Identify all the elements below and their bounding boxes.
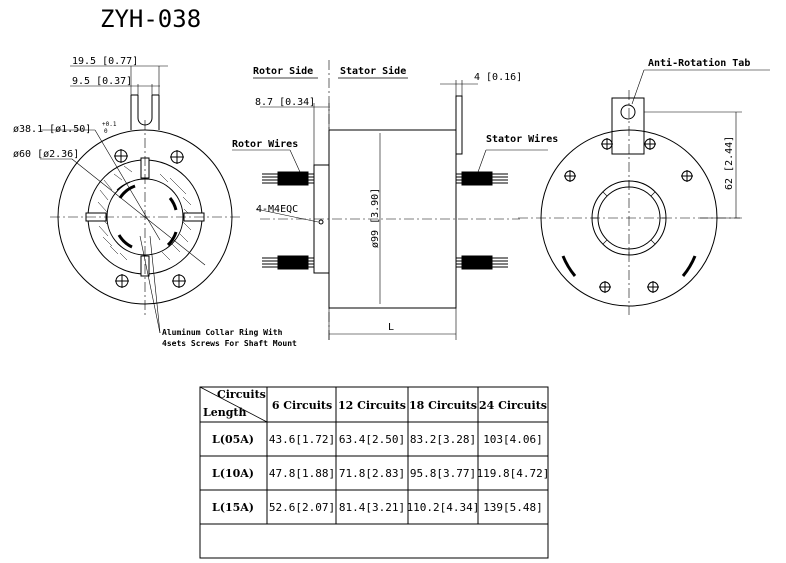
length-table: Circuits Length 6 Circuits 12 Circuits 1… <box>199 386 550 559</box>
table-cell: 103[4.06] <box>483 433 543 446</box>
table-cell: 71.8[2.83] <box>339 467 405 480</box>
stator-brush-slots <box>561 255 697 277</box>
table-cell: 110.2[4.34] <box>407 501 480 514</box>
stator-wires-label: Stator Wires <box>486 133 558 145</box>
rotor-side-label: Rotor Side <box>253 65 313 77</box>
stator-wire-bundle-bottom <box>456 255 508 270</box>
dim-tab-width-label: 19.5 [0.77] <box>72 56 138 67</box>
dim-flange-label: 8.7 [0.34] <box>255 97 315 108</box>
stator-side-label: Stator Side <box>340 65 406 77</box>
table-cell: 43.6[1.72] <box>269 433 335 446</box>
dim-tolerance-top: +0.1 <box>102 121 117 128</box>
rotor-wires-label: Rotor Wires <box>232 138 298 150</box>
rotor-wire-bundle-top <box>262 171 314 186</box>
dim-inner-diameter-label: ø38.1 [ø1.50] <box>13 124 91 135</box>
table-corner-length: Length <box>203 406 247 419</box>
rotor-brush-slots <box>117 184 178 249</box>
table-cell: 52.6[2.07] <box>269 501 335 514</box>
stator-wire-bundle-top <box>456 171 508 186</box>
anti-rotation-hole <box>620 104 636 120</box>
table-header-24: 24 Circuits <box>479 399 547 412</box>
dim-tab-height-label: 62 [2.44] <box>724 136 735 190</box>
rotor-face-view <box>40 65 242 334</box>
table-row-label: L(10A) <box>212 467 254 480</box>
top-tab <box>130 94 160 130</box>
stator-screw-holes <box>564 138 693 293</box>
anti-rotation-tab <box>611 97 645 155</box>
table-cell: 81.4[3.21] <box>339 501 405 514</box>
length-label: L <box>388 322 394 333</box>
table-cell: 63.4[2.50] <box>339 433 405 446</box>
side-view <box>232 60 548 340</box>
table-cell: 139[5.48] <box>483 501 543 514</box>
collar-note-line-1: Aluminum Collar Ring With <box>162 327 283 337</box>
body-diameter-label: ø99 [3.90] <box>370 188 381 248</box>
table-header-6: 6 Circuits <box>272 399 332 412</box>
dim-tolerance-bottom: 0 <box>104 128 108 135</box>
table-cell: 95.8[3.77] <box>410 467 476 480</box>
table-cell: 47.8[1.88] <box>269 467 335 480</box>
stator-face-view <box>518 69 770 315</box>
dim-tab-thickness-label: 4 [0.16] <box>474 72 522 83</box>
table-header-12: 12 Circuits <box>338 399 406 412</box>
rotor-screw-holes <box>114 149 186 288</box>
table-cell: 83.2[3.28] <box>410 433 476 446</box>
table-row-label: L(05A) <box>212 433 254 446</box>
stator-tab <box>455 95 463 155</box>
drawing-title: ZYH-038 <box>100 5 201 33</box>
rotor-wire-bundle-bottom <box>262 255 314 270</box>
table-header-18: 18 Circuits <box>409 399 477 412</box>
holes-label: 4-M4EQC <box>256 204 298 215</box>
collar-hatching <box>97 165 193 261</box>
anti-rotation-tab-label: Anti-Rotation Tab <box>648 57 750 69</box>
table-cell: 119.8[4.72] <box>477 467 550 480</box>
table-corner-diagonal <box>199 386 268 423</box>
collar-note-line-2: 4sets Screws For Shaft Mount <box>162 339 297 348</box>
table-corner-circuits: Circuits <box>217 388 266 401</box>
dim-outer-diameter-label: ø60 [ø2.36] <box>13 149 79 160</box>
table-row-label: L(15A) <box>212 501 254 514</box>
dim-tab-slot-label: 9.5 [0.37] <box>72 76 132 87</box>
table-border <box>199 386 549 559</box>
